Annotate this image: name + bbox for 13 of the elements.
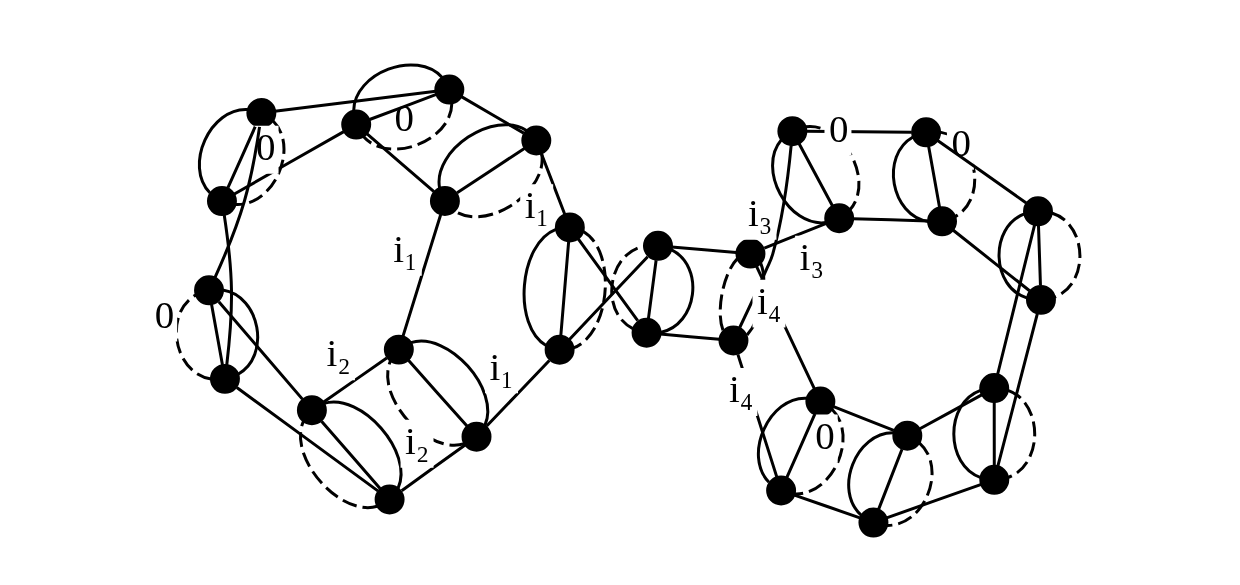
edge-label: i₄ — [728, 367, 754, 411]
edge-label: 0 — [815, 413, 835, 457]
edge-label: 0 — [154, 292, 175, 336]
edge-label: i₁ — [524, 183, 550, 227]
edge-label: 0 — [828, 106, 849, 150]
edge-label: i₁ — [489, 344, 514, 388]
edge-label: i₁ — [393, 226, 418, 270]
edge-label: i₂ — [405, 418, 430, 462]
edge-label: 0 — [256, 124, 276, 168]
edge-label: i₄ — [756, 278, 782, 322]
edge-label: i₃ — [799, 234, 824, 278]
edge-label: i₂ — [326, 331, 351, 375]
edge-label: i₃ — [748, 191, 773, 235]
